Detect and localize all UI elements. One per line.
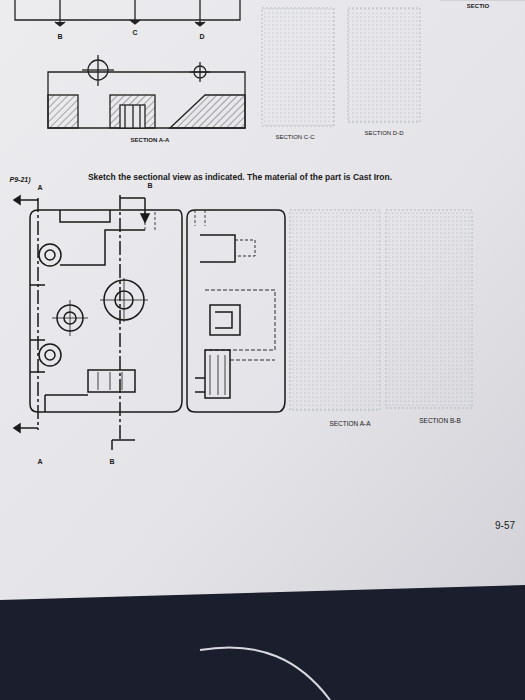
problem-number: P9-21) [9, 176, 30, 184]
rule [440, 0, 525, 1]
answer-grid [290, 210, 380, 410]
answer-grid [386, 210, 472, 408]
cable [200, 647, 330, 700]
view-caption: SECTION B-B [419, 417, 461, 424]
cut-letter: B [57, 33, 62, 41]
answer-grid [348, 8, 420, 122]
top-exercise [15, 0, 245, 128]
view-caption: SECTION A-A [131, 137, 170, 144]
cut-letter: A [37, 184, 42, 192]
heading-fragment: SECTIO [467, 3, 489, 10]
cut-letter: B [109, 458, 114, 466]
cut-letter: A [37, 458, 42, 466]
front-view [14, 195, 182, 450]
view-caption: SECTION D-D [365, 130, 404, 137]
side-view [187, 210, 285, 412]
answer-grid [262, 8, 334, 126]
page-number: 9-57 [495, 520, 515, 531]
problem-statement: Sketch the sectional view as indicated. … [88, 173, 392, 182]
cut-letter: B [147, 182, 152, 190]
cut-letter: C [132, 29, 137, 37]
view-caption: SECTION A-A [329, 420, 370, 427]
paper [0, 0, 525, 600]
view-caption: SECTION C-C [276, 134, 315, 141]
cut-letter: D [199, 33, 204, 41]
